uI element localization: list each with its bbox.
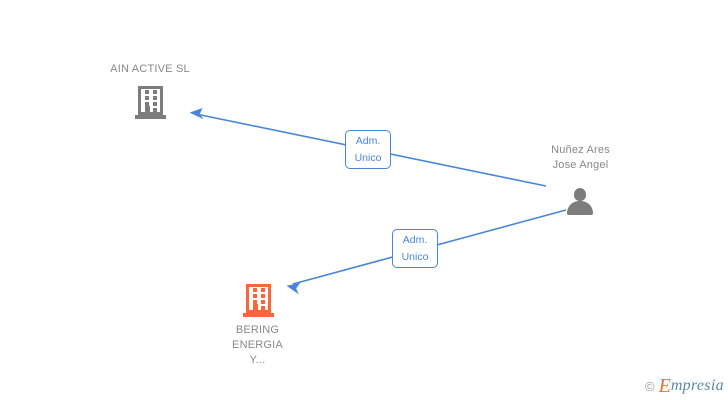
building-body [138, 86, 163, 115]
building-window [145, 90, 149, 94]
building-window [152, 108, 157, 112]
person-head [574, 188, 586, 201]
building-window [152, 102, 157, 106]
node-label-nunez-ares: Nuñez Ares Jose Angel [551, 144, 610, 171]
building-window [253, 300, 257, 304]
arrowhead-icon [189, 108, 204, 120]
person-torso [567, 201, 593, 215]
brand-name: mpresia [670, 377, 724, 394]
building-base [135, 115, 166, 119]
brand-initial: E [658, 375, 671, 397]
building-window [260, 294, 265, 298]
building-body [246, 284, 271, 313]
arrowhead-icon [286, 283, 301, 295]
node-label-bering-energia: BERING ENERGIA Y... [232, 324, 283, 366]
watermark-empresia: © E mpresia [645, 376, 724, 396]
edge-label-line1: Adm. [402, 234, 428, 246]
person-icon[interactable] [566, 188, 594, 215]
building-base [243, 313, 274, 317]
node-label-ain-active: AIN ACTIVE SL [110, 63, 190, 75]
building-door [252, 304, 258, 313]
building-icon[interactable] [243, 284, 274, 317]
building-window [145, 102, 149, 106]
edge-label-adm-unico-ain[interactable]: Adm. Unico [345, 130, 391, 169]
edge-label-line1: Adm. [355, 135, 381, 147]
copyright-icon: © [645, 378, 655, 394]
building-icon[interactable] [135, 86, 166, 119]
building-window [152, 90, 157, 94]
edge-label-line2: Unico [401, 251, 429, 263]
building-window [253, 294, 257, 298]
building-window [260, 300, 265, 304]
building-window [152, 96, 157, 100]
building-window [260, 306, 265, 310]
edge-label-adm-unico-bering[interactable]: Adm. Unico [392, 229, 438, 268]
building-door [144, 106, 150, 115]
edge-label-line2: Unico [354, 152, 382, 164]
building-window [145, 96, 149, 100]
building-window [253, 288, 257, 292]
building-window [260, 288, 265, 292]
